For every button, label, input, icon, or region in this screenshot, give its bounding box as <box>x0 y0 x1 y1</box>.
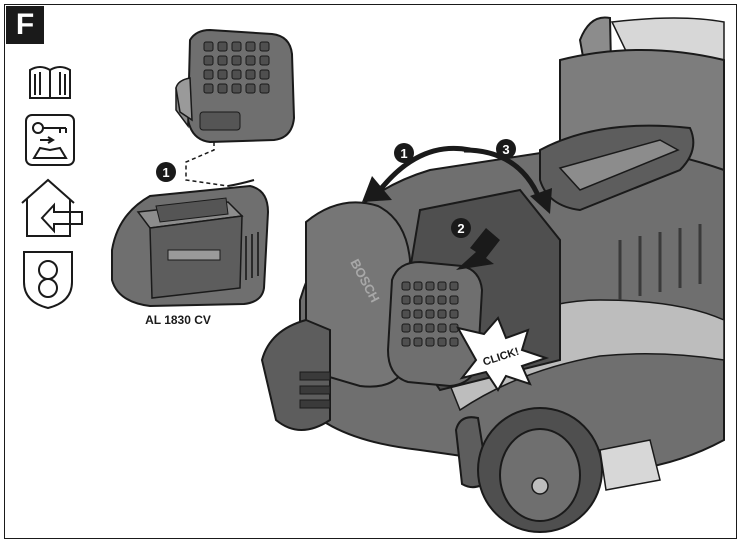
safety-class-icon <box>23 251 73 310</box>
lawnmower: BOSCH <box>260 16 725 533</box>
step-1-mower-number: 1 <box>400 146 407 161</box>
step-3-number: 3 <box>502 142 509 157</box>
step-3-marker: 3 <box>496 139 516 159</box>
charger-model-label: AL 1830 CV <box>145 313 211 327</box>
open-flap-arrow <box>362 145 471 202</box>
click-burst: CLICK! <box>456 316 550 392</box>
indoor-storage-icon <box>21 178 83 237</box>
figure-letter: F <box>6 6 44 44</box>
step-2-number: 2 <box>457 221 464 236</box>
insertion-guide-line <box>185 142 229 187</box>
battery-pack <box>175 28 296 144</box>
charger <box>111 179 270 308</box>
step-2-marker: 2 <box>451 218 471 238</box>
step-1-marker-charger: 1 <box>156 162 176 182</box>
insert-battery-arrow <box>456 228 500 270</box>
read-manual-key-icon <box>25 114 75 166</box>
figure-frame <box>4 4 737 539</box>
manual-book-icon <box>29 66 71 99</box>
close-flap-arrow <box>463 147 552 214</box>
step-1-marker-mower: 1 <box>394 143 414 163</box>
step-1-charger-number: 1 <box>162 165 169 180</box>
